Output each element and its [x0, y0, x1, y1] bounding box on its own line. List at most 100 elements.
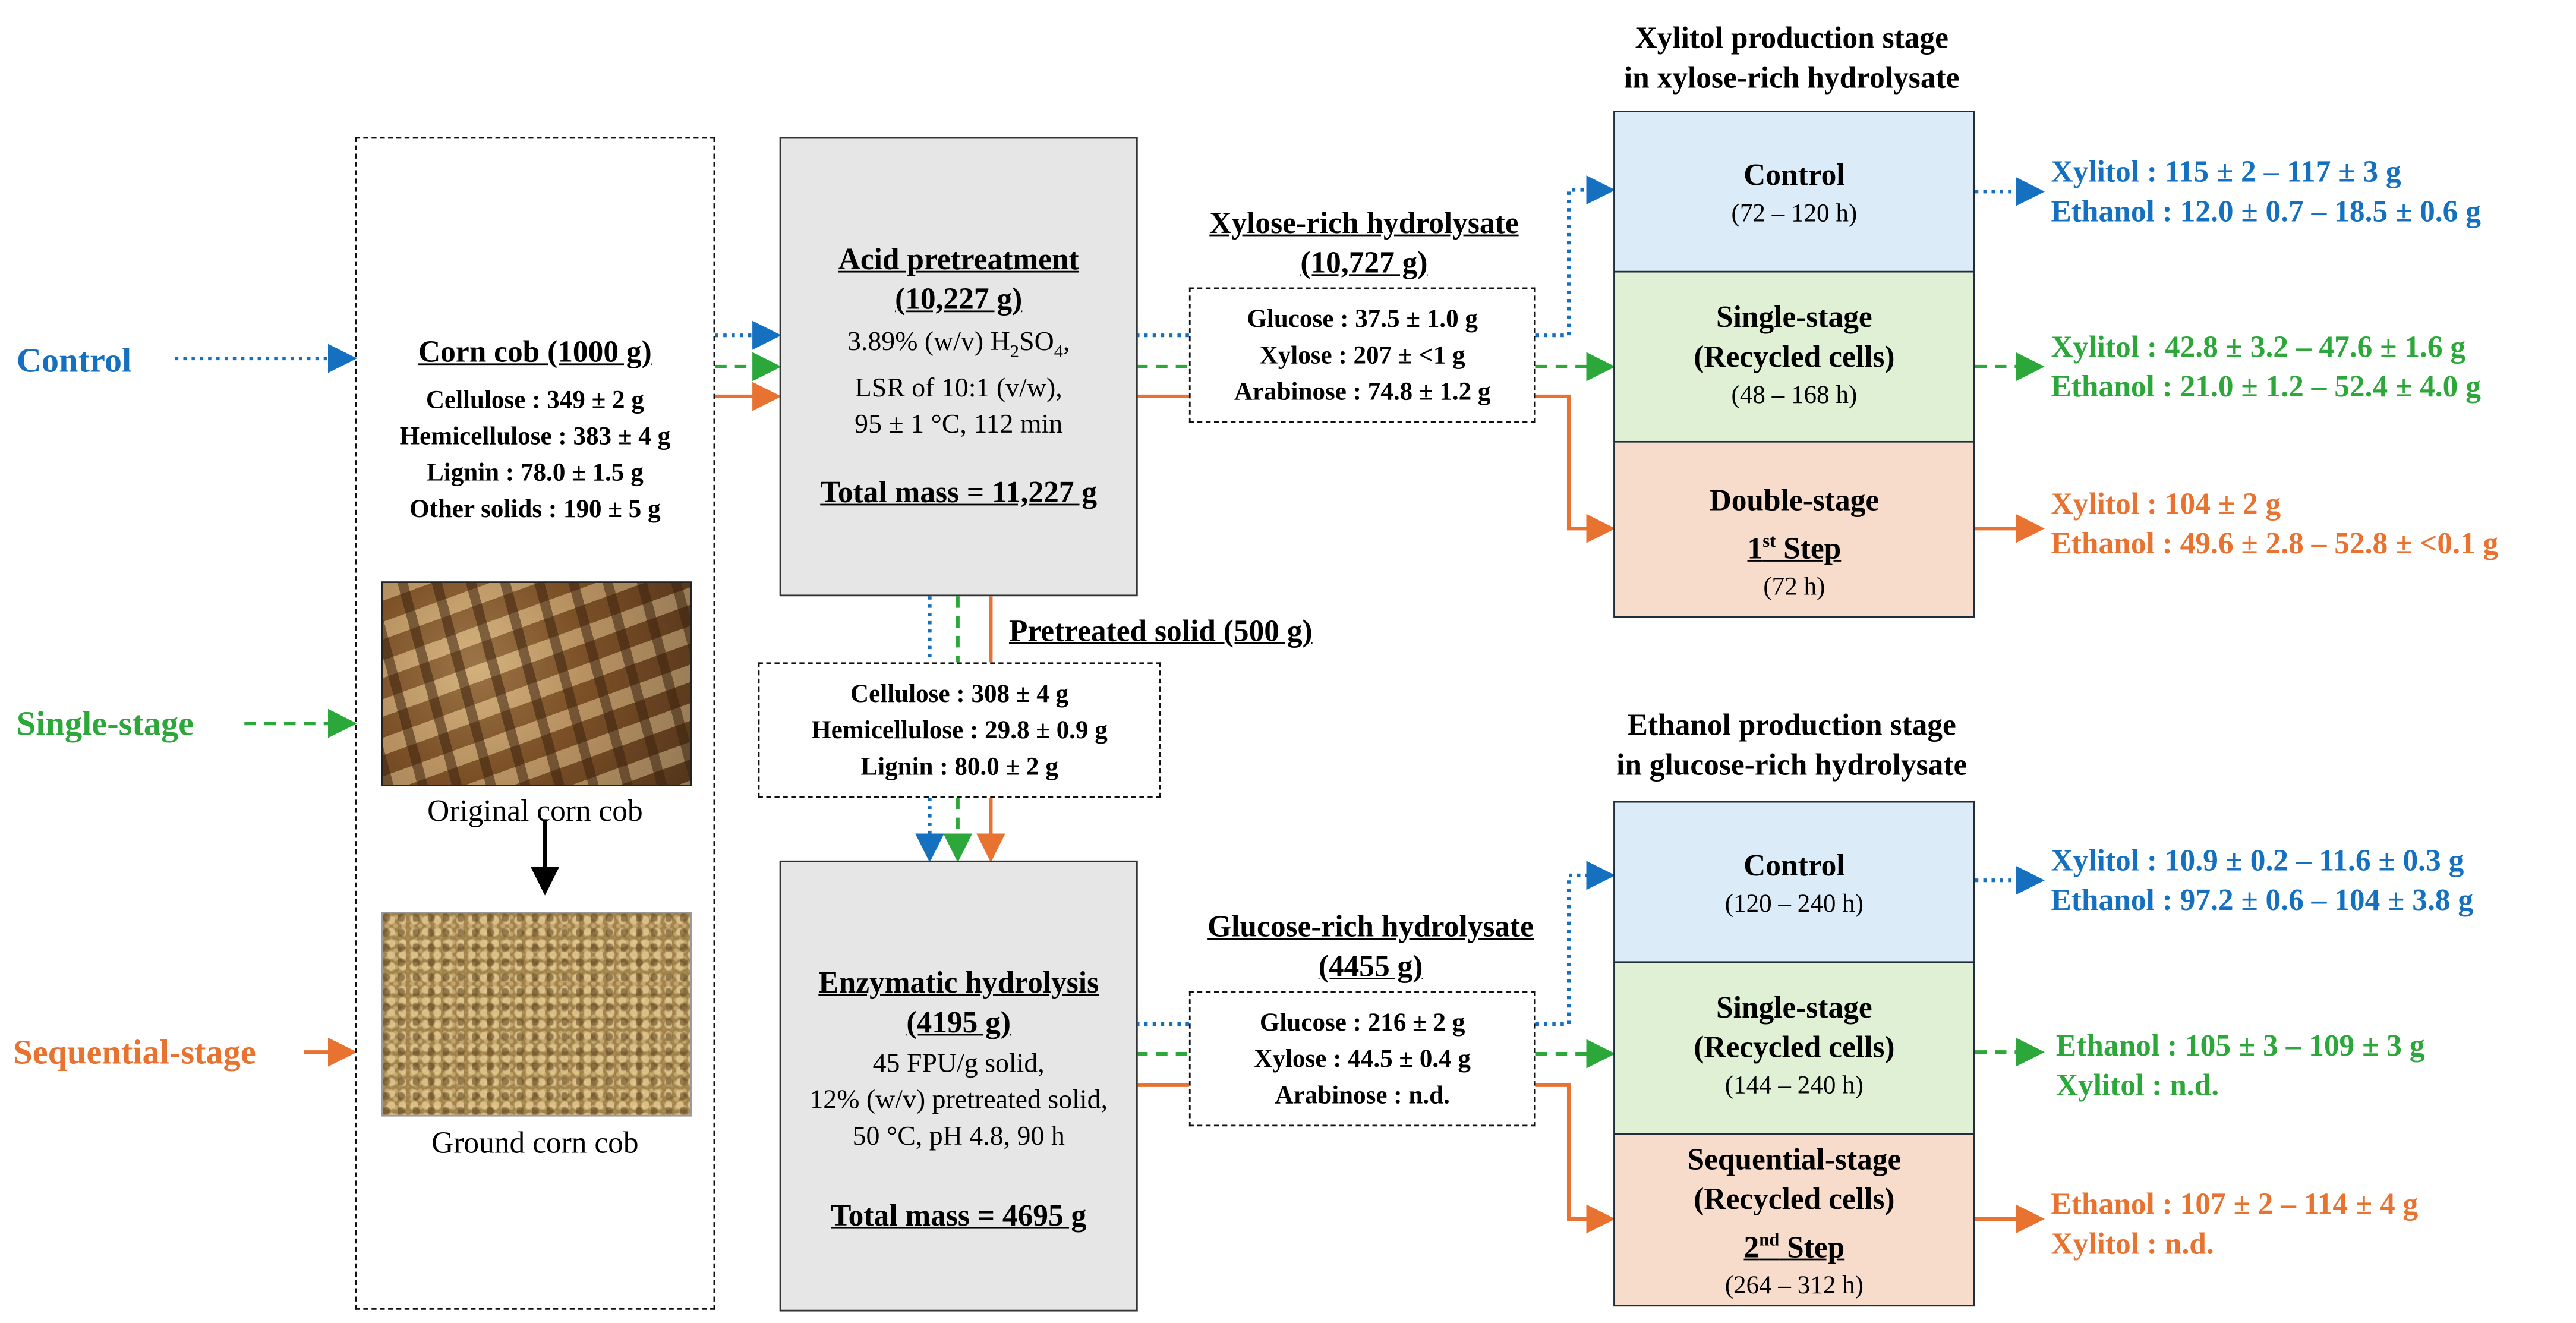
xyl-hyd-glucose: Glucose : 37.5 ± 1.0 g: [1247, 305, 1478, 334]
acid-condition-1: 3.89% (w/v) H2SO4,: [847, 325, 1070, 363]
acid-total-mass: Total mass = 11,227 g: [820, 477, 1098, 511]
ethanol-seq-name2: (Recycled cells): [1694, 1184, 1895, 1218]
ethanol-seq-output: Ethanol : 107 ± 2 – 114 ± 4 g Xylitol : …: [2051, 1186, 2419, 1265]
glucose-hydrolysate-title-line2: (4455 g): [1318, 951, 1423, 985]
corn-cob-title: Corn cob (1000 g): [418, 336, 652, 370]
ethanol-single-cell: Single-stage (Recycled cells) (144 – 240…: [1615, 963, 1973, 1135]
xylitol-stage-stack: Control (72 – 120 h) Single-stage (Recyc…: [1613, 111, 1975, 618]
glucose-hydrolysate-title-line1: Glucose-rich hydrolysate: [1207, 912, 1534, 945]
glucose-hydrolysate-title: Glucose-rich hydrolysate (4455 g): [1181, 908, 1560, 987]
xylitol-control-name: Control: [1743, 160, 1845, 194]
xylose-hydrolysate-title-line1: Xylose-rich hydrolysate: [1209, 208, 1519, 241]
xylitol-double-cell: Double-stage 1st Step (72 h): [1615, 442, 1973, 616]
output-line: Ethanol : 21.0 ± 1.2 – 52.4 ± 4.0 g: [2051, 371, 2481, 405]
ethanol-stage-title-line1: Ethanol production stage: [1627, 710, 1956, 744]
hemicellulose-line: Hemicellulose : 383 ± 4 g: [399, 423, 671, 451]
xylitol-double-name: Double-stage: [1709, 486, 1880, 519]
xylitol-single-output: Xylitol : 42.8 ± 3.2 – 47.6 ± 1.6 g Etha…: [2051, 329, 2481, 408]
output-line: Xylitol : 104 ± 2 g: [2051, 489, 2281, 522]
ethanol-stage-title: Ethanol production stage in glucose-rich…: [1552, 707, 2031, 786]
enzymatic-total-mass: Total mass = 4695 g: [831, 1201, 1087, 1234]
xylitol-double-output: Xylitol : 104 ± 2 g Ethanol : 49.6 ± 2.8…: [2051, 486, 2499, 565]
ethanol-control-cell: Control (120 – 240 h): [1615, 802, 1973, 963]
ethanol-control-time: (120 – 240 h): [1724, 890, 1864, 919]
output-line: Xylitol : 10.9 ± 0.2 – 11.6 ± 0.3 g: [2051, 845, 2464, 879]
cellulose-line: Cellulose : 349 ± 2 g: [425, 386, 644, 415]
xylitol-single-name2: (Recycled cells): [1694, 342, 1895, 375]
xylitol-single-name1: Single-stage: [1716, 302, 1872, 336]
xylitol-double-time: (72 h): [1763, 573, 1825, 601]
ethanol-single-time: (144 – 240 h): [1724, 1072, 1864, 1100]
pretreated-solid-box: Cellulose : 308 ± 4 g Hemicellulose : 29…: [758, 662, 1161, 798]
glu-hyd-xylose: Xylose : 44.5 ± 0.4 g: [1254, 1045, 1471, 1074]
xylose-hydrolysate-title: Xylose-rich hydrolysate (10,727 g): [1181, 205, 1547, 284]
original-corn-cob-caption: Original corn cob: [427, 796, 643, 830]
single-stage-label: Single-stage: [16, 703, 194, 744]
output-line: Xylitol : 115 ± 2 – 117 ± 3 g: [2051, 157, 2401, 190]
ethanol-control-name: Control: [1743, 850, 1845, 884]
pre-solid-lignin: Lignin : 80.0 ± 2 g: [860, 753, 1058, 782]
ethanol-single-output: Ethanol : 105 ± 3 – 109 ± 3 g Xylitol : …: [2056, 1028, 2425, 1107]
ground-corn-cob-caption: Ground corn cob: [431, 1128, 639, 1161]
enz-condition-1: 45 FPU/g solid,: [872, 1047, 1045, 1079]
sequential-stage-label: Sequential-stage: [13, 1032, 256, 1072]
ethanol-control-output: Xylitol : 10.9 ± 0.2 – 11.6 ± 0.3 g Etha…: [2051, 842, 2474, 921]
acid-condition-3: 95 ± 1 °C, 112 min: [855, 408, 1063, 440]
xylitol-stage-title-line1: Xylitol production stage: [1635, 23, 1948, 56]
enzymatic-title-line2: (4195 g): [906, 1007, 1011, 1041]
output-line: Ethanol : 49.6 ± 2.8 – 52.8 ± <0.1 g: [2051, 528, 2499, 562]
pretreated-solid-title: Pretreated solid (500 g): [1008, 616, 1313, 650]
xylitol-control-cell: Control (72 – 120 h): [1615, 112, 1973, 273]
acid-pretreatment-box: Acid pretreatment (10,227 g) 3.89% (w/v)…: [779, 137, 1138, 597]
acid-pretreatment-title: Acid pretreatment (10,227 g): [781, 241, 1136, 320]
xylitol-control-output: Xylitol : 115 ± 2 – 117 ± 3 g Ethanol : …: [2051, 153, 2481, 232]
xylitol-double-step: 1st Step: [1747, 531, 1842, 567]
acid-conditions: 3.89% (w/v) H2SO4, LSR of 10:1 (v/w), 95…: [781, 324, 1136, 443]
xylose-hydrolysate-box: Glucose : 37.5 ± 1.0 g Xylose : 207 ± <1…: [1188, 287, 1536, 423]
enz-condition-3: 50 °C, pH 4.8, 90 h: [852, 1120, 1065, 1151]
other-solids-line: Other solids : 190 ± 5 g: [409, 495, 661, 524]
output-line: Xylitol : n.d.: [2051, 1228, 2214, 1262]
xylitol-stage-title: Xylitol production stage in xylose-rich …: [1552, 20, 2031, 99]
enz-condition-2: 12% (w/v) pretreated solid,: [809, 1083, 1108, 1115]
ethanol-stage-title-line2: in glucose-rich hydrolysate: [1616, 749, 1968, 783]
enzymatic-title: Enzymatic hydrolysis (4195 g): [781, 965, 1136, 1044]
output-line: Ethanol : 12.0 ± 0.7 – 18.5 ± 0.6 g: [2051, 196, 2481, 230]
xylitol-single-time: (48 – 168 h): [1731, 381, 1858, 410]
xyl-hyd-xylose: Xylose : 207 ± <1 g: [1259, 342, 1465, 370]
control-label: Control: [16, 340, 132, 380]
xylitol-single-cell: Single-stage (Recycled cells) (48 – 168 …: [1615, 272, 1973, 443]
glucose-hydrolysate-box: Glucose : 216 ± 2 g Xylose : 44.5 ± 0.4 …: [1188, 991, 1536, 1127]
ethanol-single-name1: Single-stage: [1716, 993, 1872, 1026]
xyl-hyd-arabinose: Arabinose : 74.8 ± 1.2 g: [1234, 378, 1491, 407]
enzymatic-conditions: 45 FPU/g solid, 12% (w/v) pretreated sol…: [781, 1045, 1136, 1154]
output-line: Ethanol : 97.2 ± 0.6 – 104 ± 3.8 g: [2051, 885, 2474, 919]
acid-title-line1: Acid pretreatment: [838, 244, 1079, 278]
pre-solid-hemicellulose: Hemicellulose : 29.8 ± 0.9 g: [811, 717, 1108, 745]
ethanol-seq-step: 2nd Step: [1743, 1230, 1845, 1266]
ground-corn-cob-image: [381, 912, 692, 1117]
ethanol-stage-stack: Control (120 – 240 h) Single-stage (Recy…: [1613, 801, 1975, 1307]
corn-cob-box: Corn cob (1000 g) Cellulose : 349 ± 2 g …: [355, 137, 715, 1310]
ethanol-seq-name1: Sequential-stage: [1687, 1144, 1902, 1178]
output-line: Xylitol : 42.8 ± 3.2 – 47.6 ± 1.6 g: [2051, 332, 2466, 366]
glu-hyd-glucose: Glucose : 216 ± 2 g: [1259, 1009, 1465, 1038]
xylose-hydrolysate-title-line2: (10,727 g): [1300, 247, 1428, 281]
acid-condition-2: LSR of 10:1 (v/w),: [855, 372, 1062, 404]
lignin-line: Lignin : 78.0 ± 1.5 g: [427, 459, 644, 487]
enzymatic-hydrolysis-box: Enzymatic hydrolysis (4195 g) 45 FPU/g s…: [779, 860, 1138, 1312]
original-corn-cob-image: [381, 581, 692, 786]
xylitol-control-time: (72 – 120 h): [1731, 200, 1858, 228]
output-line: Xylitol : n.d.: [2055, 1070, 2219, 1104]
ethanol-seq-time: (264 – 312 h): [1724, 1272, 1864, 1300]
pre-solid-cellulose: Cellulose : 308 ± 4 g: [850, 680, 1069, 709]
xylitol-stage-title-line2: in xylose-rich hydrolysate: [1623, 62, 1960, 96]
corn-cob-composition: Cellulose : 349 ± 2 g Hemicellulose : 38…: [357, 383, 713, 529]
ethanol-seq-cell: Sequential-stage (Recycled cells) 2nd St…: [1615, 1135, 1973, 1305]
output-line: Ethanol : 107 ± 2 – 114 ± 4 g: [2051, 1189, 2419, 1223]
ethanol-single-name2: (Recycled cells): [1694, 1032, 1895, 1066]
glu-hyd-arabinose: Arabinose : n.d.: [1275, 1082, 1450, 1110]
acid-title-line2: (10,227 g): [895, 284, 1023, 317]
